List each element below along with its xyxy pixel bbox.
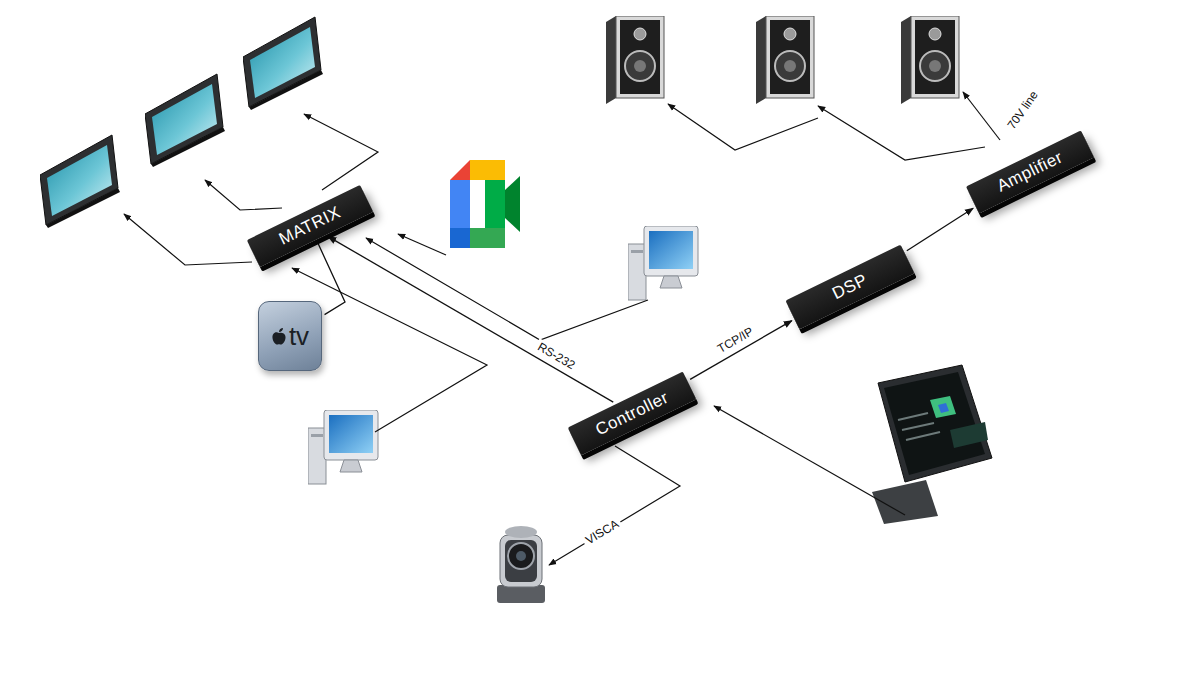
signal-wire-part (124, 214, 252, 265)
apple-tv-box: tv (258, 301, 322, 371)
touch-panel-part (938, 403, 949, 413)
connector (318, 242, 345, 314)
touch-panel-part (884, 372, 985, 475)
google-meet-icon-part (450, 180, 470, 228)
google-meet-icon-part (505, 176, 520, 232)
touch-panel (872, 365, 992, 524)
tv-display-part (145, 74, 225, 167)
speaker-part (756, 16, 814, 104)
node-label: Controller (592, 387, 672, 439)
connector (690, 321, 792, 380)
signal-wire-part (366, 238, 648, 340)
ptz-camera (497, 526, 545, 603)
signal-wire-part (668, 104, 818, 150)
ptz-camera-part (508, 543, 534, 569)
ptz-camera-part (505, 540, 537, 582)
speaker-part (606, 16, 664, 104)
touch-panel-part (906, 432, 940, 440)
connector (328, 237, 613, 403)
protocol-label: VISCA (580, 515, 623, 549)
node-label: DSP (829, 270, 871, 304)
signal-wire-part (714, 406, 905, 515)
touch-panel-part (930, 396, 956, 418)
touch-panel-part (950, 422, 988, 448)
controller-box: Controller (568, 371, 697, 455)
matrix-box: MATRIX (247, 185, 373, 267)
speaker (606, 16, 959, 104)
apple-logo (271, 327, 287, 346)
node-label: MATRIX (276, 203, 344, 250)
google-meet-icon (450, 160, 520, 248)
speaker-part (901, 16, 959, 104)
signal-wire-part (549, 446, 680, 565)
connector (907, 208, 973, 250)
google-meet-icon-part (450, 160, 470, 180)
ptz-camera-part (500, 535, 542, 587)
google-meet-icon-part (470, 180, 485, 228)
google-meet-icon-part (470, 228, 505, 248)
line-label: 70V line (1002, 86, 1042, 134)
pc-computer-part (308, 410, 378, 484)
ptz-camera-part (497, 585, 545, 603)
touch-panel-part (902, 423, 934, 430)
pc-computer (308, 226, 698, 484)
node-label: tv (289, 321, 309, 352)
signal-wire-part (818, 106, 985, 160)
google-meet-icon-part (485, 180, 505, 228)
signal-wire-part (963, 92, 1000, 140)
google-meet-icon-part (470, 160, 505, 180)
signal-wire-part (398, 234, 446, 255)
touch-panel-part (898, 413, 928, 420)
tv-display-part (40, 135, 120, 228)
amplifier-box: Amplifier (966, 130, 1094, 213)
signal-wire-part (304, 114, 378, 190)
tv-display (40, 17, 323, 228)
signal-wire (124, 92, 1000, 565)
dsp-box: DSP (785, 245, 914, 330)
tv-display-part (243, 17, 323, 110)
pc-computer-part (628, 226, 698, 300)
node-label: Amplifier (994, 148, 1066, 197)
ptz-camera-part (516, 551, 526, 561)
touch-panel-part (878, 365, 992, 482)
signal-wire-part (205, 180, 282, 210)
ptz-camera-part (505, 526, 537, 538)
google-meet-icon-part (450, 228, 470, 248)
